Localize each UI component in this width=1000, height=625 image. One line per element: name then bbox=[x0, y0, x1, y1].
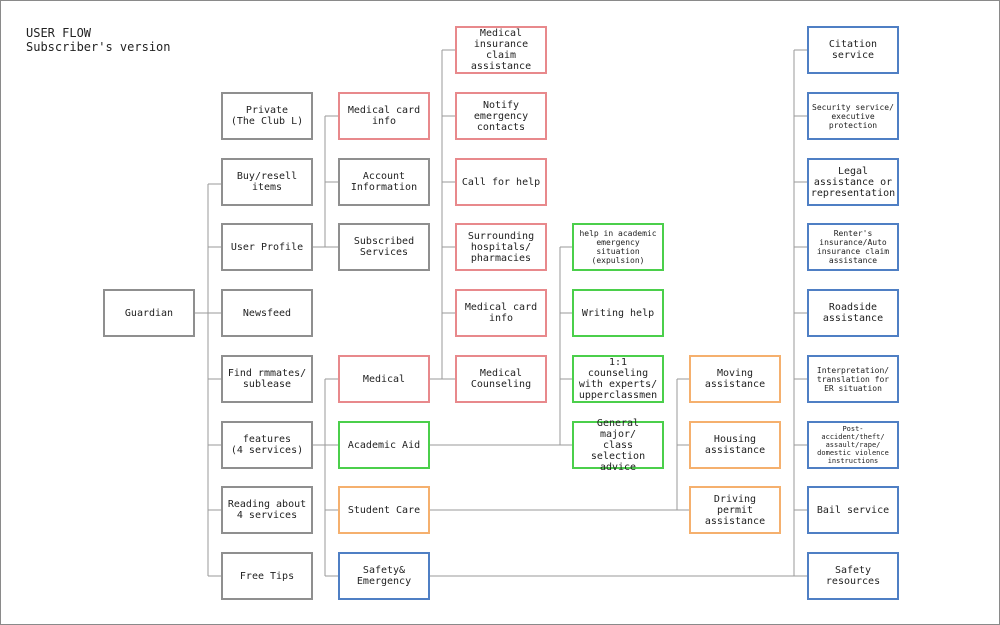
node-user-profile[interactable]: User Profile bbox=[221, 223, 313, 271]
node-newsfeed[interactable]: Newsfeed bbox=[221, 289, 313, 337]
node-counseling-experts[interactable]: 1:1 counseling with experts/ upperclassm… bbox=[572, 355, 664, 403]
node-reading-about[interactable]: Reading about 4 services bbox=[221, 486, 313, 534]
node-notify-emergency-contacts[interactable]: Notify emergency contacts bbox=[455, 92, 547, 140]
node-student-care[interactable]: Student Care bbox=[338, 486, 430, 534]
node-medical-insurance-claim[interactable]: Medical insurance claim assistance bbox=[455, 26, 547, 74]
node-medical-counseling[interactable]: Medical Counseling bbox=[455, 355, 547, 403]
node-driving-permit[interactable]: Driving permit assistance bbox=[689, 486, 781, 534]
diagram-subtitle: Subscriber's version bbox=[26, 40, 171, 54]
node-buy-resell[interactable]: Buy/resell items bbox=[221, 158, 313, 206]
node-medical[interactable]: Medical bbox=[338, 355, 430, 403]
node-help-academic-emergency[interactable]: help in academic emergency situation (ex… bbox=[572, 223, 664, 271]
node-call-for-help[interactable]: Call for help bbox=[455, 158, 547, 206]
node-citation-service[interactable]: Citation service bbox=[807, 26, 899, 74]
node-security-service[interactable]: Security service/ executive protection bbox=[807, 92, 899, 140]
node-moving-assistance[interactable]: Moving assistance bbox=[689, 355, 781, 403]
node-legal-assistance[interactable]: Legal assistance or representation bbox=[807, 158, 899, 206]
node-bail-service[interactable]: Bail service bbox=[807, 486, 899, 534]
node-roadside-assistance[interactable]: Roadside assistance bbox=[807, 289, 899, 337]
node-housing-assistance[interactable]: Housing assistance bbox=[689, 421, 781, 469]
node-surrounding-hospitals[interactable]: Surrounding hospitals/ pharmacies bbox=[455, 223, 547, 271]
node-safety-resources[interactable]: Safety resources bbox=[807, 552, 899, 600]
node-guardian[interactable]: Guardian bbox=[103, 289, 195, 337]
node-renters-insurance[interactable]: Renter's insurance/Auto insurance claim … bbox=[807, 223, 899, 271]
node-post-accident[interactable]: Post-accident/theft/ assault/rape/ domes… bbox=[807, 421, 899, 469]
node-writing-help[interactable]: Writing help bbox=[572, 289, 664, 337]
node-medical-card-info-2[interactable]: Medical card info bbox=[455, 289, 547, 337]
node-features[interactable]: features (4 services) bbox=[221, 421, 313, 469]
node-medical-card-info[interactable]: Medical card info bbox=[338, 92, 430, 140]
title-block: USER FLOW Subscriber's version bbox=[26, 26, 171, 54]
node-general-major[interactable]: General major/ class selection advice bbox=[572, 418, 664, 473]
node-account-information[interactable]: Account Information bbox=[338, 158, 430, 206]
node-private[interactable]: Private (The Club L) bbox=[221, 92, 313, 140]
node-subscribed-services[interactable]: Subscribed Services bbox=[338, 223, 430, 271]
node-safety-emergency[interactable]: Safety& Emergency bbox=[338, 552, 430, 600]
node-find-rmmates[interactable]: Find rmmates/ sublease bbox=[221, 355, 313, 403]
node-interpretation[interactable]: Interpretation/ translation for ER situa… bbox=[807, 355, 899, 403]
node-free-tips[interactable]: Free Tips bbox=[221, 552, 313, 600]
node-academic-aid[interactable]: Academic Aid bbox=[338, 421, 430, 469]
diagram-title: USER FLOW bbox=[26, 26, 92, 40]
